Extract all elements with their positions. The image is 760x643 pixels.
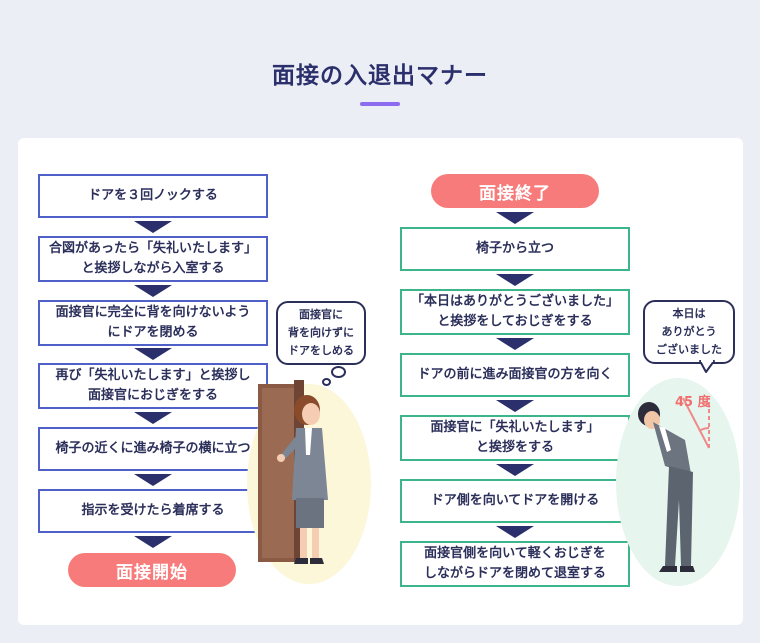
entry-step-6: 指示を受けたら着席する: [38, 489, 268, 533]
entry-speech-dot-small: [322, 378, 331, 386]
interview-start-pill: 面接開始: [68, 553, 236, 587]
entry-step-4: 再び「失礼いたします」と挨拶し 面接官におじぎをする: [38, 363, 268, 409]
page-title: 面接の入退出マナー: [272, 63, 488, 89]
title-underline: [360, 102, 400, 106]
exit-arrow-1: [496, 274, 534, 286]
entry-arrow-2: [134, 285, 172, 297]
exit-speech-tail: [699, 359, 715, 373]
entry-arrow-3: [134, 348, 172, 360]
exit-arrow-3: [496, 400, 534, 412]
entry-step-5: 椅子の近くに進み椅子の横に立つ: [38, 427, 268, 471]
entry-speech-bubble: 面接官に 背を向けずに ドアをしめる: [276, 301, 366, 365]
bow-angle-label: 45 度: [675, 395, 711, 410]
woman-opening-door-illustration: [258, 380, 328, 564]
exit-speech-bubble: 本日は ありがとう ございました: [643, 300, 735, 364]
exit-step-4: 面接官に「失礼いたします」 と挨拶をする: [400, 415, 630, 461]
exit-step-1: 椅子から立つ: [400, 227, 630, 271]
entry-arrow-1: [134, 221, 172, 233]
entry-speech-dot-large: [331, 366, 346, 378]
exit-step-2: 「本日はありがとうございました」 と挨拶をしておじぎをする: [400, 289, 630, 335]
entry-step-1: ドアを３回ノックする: [38, 174, 268, 218]
exit-step-5: ドア側を向いてドアを開ける: [400, 479, 630, 523]
exit-arrow-4: [496, 464, 534, 476]
exit-arrow-2: [496, 338, 534, 350]
exit-step-3: ドアの前に進み面接官の方を向く: [400, 353, 630, 397]
bowing-man-illustration: [638, 397, 710, 572]
exit-step-6: 面接官側を向いて軽くおじぎを しながらドアを閉めて退室する: [400, 541, 630, 587]
entry-step-3: 面接官に完全に背を向けないよう にドアを閉める: [38, 300, 268, 346]
entry-arrow-4: [134, 412, 172, 424]
exit-arrow-5: [496, 526, 534, 538]
interview-end-pill: 面接終了: [431, 174, 599, 208]
exit-arrow-0: [496, 212, 534, 224]
entry-step-2: 合図があったら「失礼いたします」 と挨拶しながら入室する: [38, 236, 268, 282]
entry-arrow-5: [134, 474, 172, 486]
entry-arrow-6: [134, 536, 172, 548]
